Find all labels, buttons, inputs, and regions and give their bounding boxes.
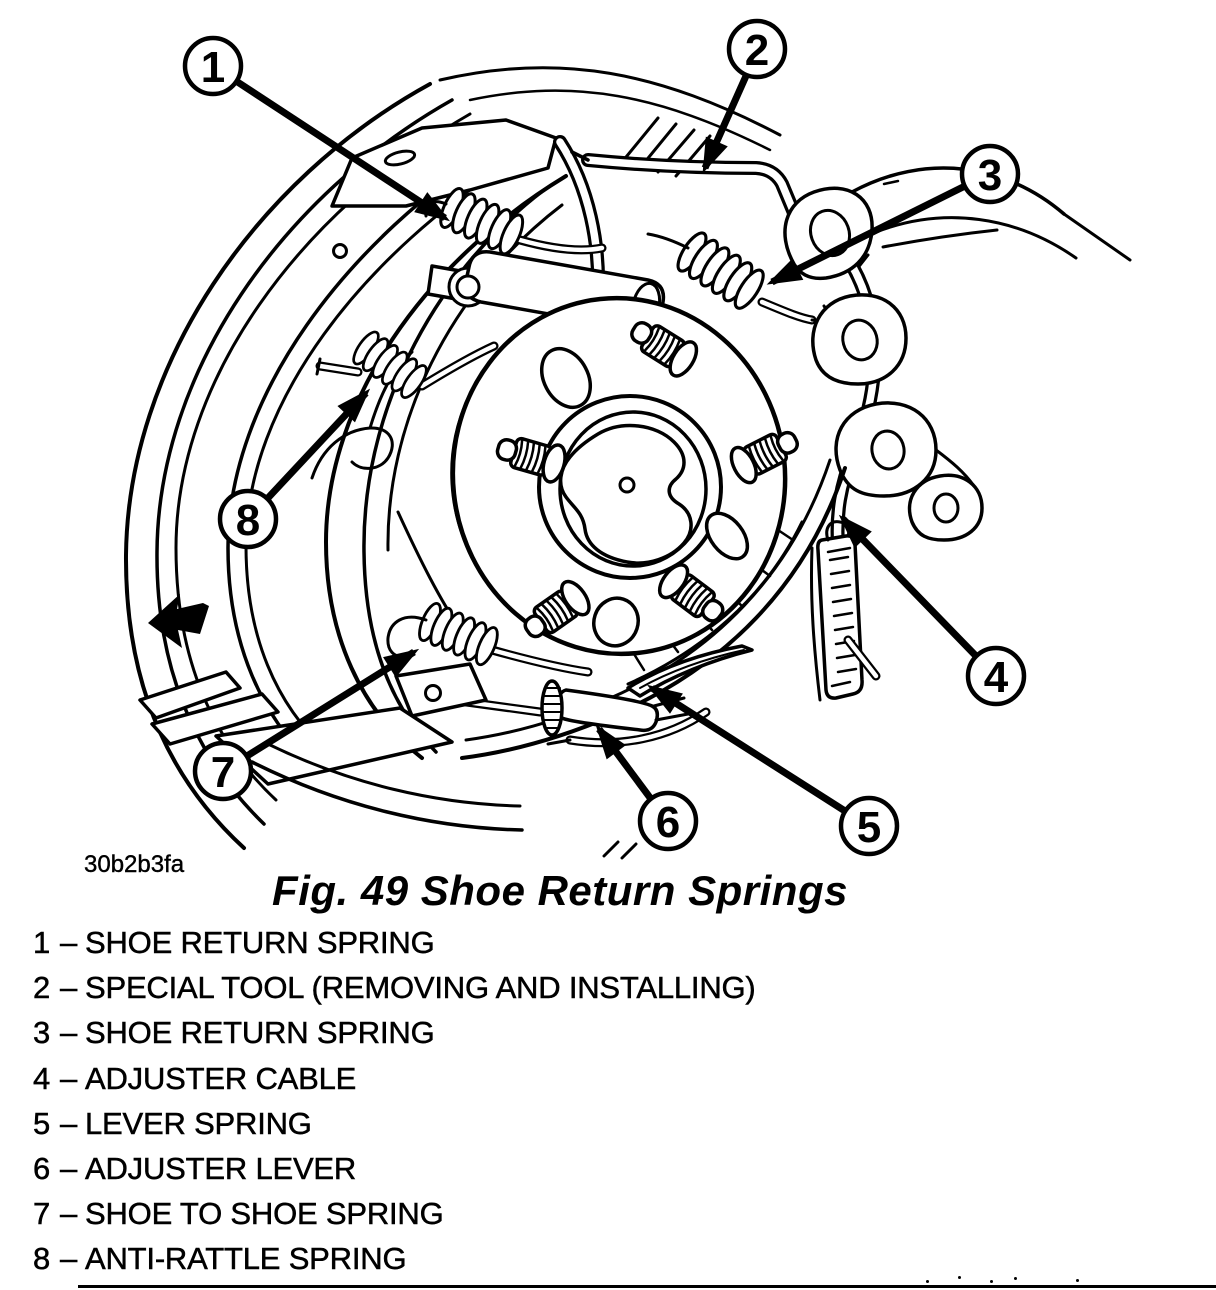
callout-7: 7: [192, 648, 420, 802]
legend-dash: –: [60, 1196, 78, 1232]
legend-number: 8: [33, 1241, 51, 1277]
legend-label: SHOE RETURN SPRING: [85, 925, 435, 961]
legend-item-1: 1 – SHOE RETURN SPRING: [33, 925, 756, 970]
special-tool: [570, 116, 809, 239]
anti-rattle-spring: [315, 327, 499, 403]
callout-8: 8: [217, 388, 371, 550]
hub-center-dot: [618, 476, 636, 494]
legend-item-6: 6 – ADJUSTER LEVER: [33, 1151, 756, 1196]
lever-spring: [626, 644, 754, 698]
legend-number: 2: [33, 970, 51, 1006]
legend-number: 4: [33, 1060, 51, 1096]
legend-item-3: 3 – SHOE RETURN SPRING: [33, 1015, 756, 1060]
figure-code: 30b2b3fa: [84, 851, 185, 878]
legend-dash: –: [60, 925, 78, 961]
callout-number: 1: [201, 43, 225, 92]
legend-item-8: 8 – ANTI-RATTLE SPRING: [33, 1241, 756, 1286]
callout-5: 5: [646, 684, 900, 857]
drum-brake-assembly-illustration: 1 2 3 4 5 6 7 8: [123, 18, 1132, 860]
hub-flange: [450, 295, 806, 657]
callout-number: 5: [857, 803, 881, 852]
legend-item-4: 4 – ADJUSTER CABLE: [33, 1060, 756, 1106]
legend-item-7: 7 – SHOE TO SHOE SPRING: [33, 1196, 756, 1241]
callout-6: 6: [595, 724, 699, 852]
legend-item-5: 5 – LEVER SPRING: [33, 1106, 756, 1151]
legend-number: 1: [33, 925, 51, 961]
legend-label: ANTI-RATTLE SPRING: [85, 1241, 407, 1277]
legend-dash: –: [60, 1241, 78, 1277]
callout-number: 7: [211, 748, 235, 797]
scan-speck: [1014, 1277, 1017, 1280]
direction-arrow: [148, 594, 209, 648]
shoe-return-spring-front: [424, 184, 607, 259]
legend-label: ADJUSTER LEVER: [85, 1150, 357, 1187]
callout-1: 1: [182, 35, 451, 222]
callout-number: 8: [236, 496, 260, 545]
scan-speck: [958, 1276, 961, 1279]
legend-item-2: 2 – SPECIAL TOOL (REMOVING AND INSTALLIN…: [33, 970, 756, 1015]
callout-number: 6: [656, 798, 680, 847]
hub-center-bore: [558, 423, 693, 565]
legend-label: SPECIAL TOOL (REMOVING AND INSTALLING): [85, 970, 756, 1006]
legend-number: 6: [33, 1150, 51, 1187]
hatch-ticks: [602, 840, 638, 860]
flange-hole: [539, 346, 593, 410]
legend-dash: –: [60, 1060, 78, 1096]
legend-label: SHOE RETURN SPRING: [85, 1015, 435, 1051]
adjuster-assembly: [436, 679, 711, 748]
cable-guide-spring: [809, 520, 881, 702]
scan-speck: [926, 1280, 929, 1283]
legend-number: 3: [33, 1015, 51, 1051]
strut-plates: [138, 662, 524, 832]
scan-speck: [1076, 1279, 1079, 1282]
bottom-scan-line: [78, 1285, 1216, 1288]
flange-hole: [704, 511, 750, 561]
legend-dash: –: [60, 1105, 78, 1142]
figure-caption: Fig. 49 Shoe Return Springs: [272, 867, 848, 914]
legend-label: SHOE TO SHOE SPRING: [85, 1196, 444, 1232]
callout-number: 3: [978, 151, 1002, 200]
legend-dash: –: [60, 1015, 78, 1051]
legend-number: 5: [33, 1105, 51, 1142]
legend: 1 – SHOE RETURN SPRING 2 – SPECIAL TOOL …: [33, 925, 756, 1287]
knuckle-and-adjuster-cable: [783, 166, 1132, 553]
flange-hole: [592, 596, 640, 648]
callout-number: 2: [745, 26, 769, 75]
legend-label: ADJUSTER CABLE: [85, 1060, 357, 1096]
legend-number: 7: [33, 1196, 51, 1232]
callout-4: 4: [838, 514, 1027, 707]
callout-3: 3: [766, 143, 1021, 286]
scan-speck: [990, 1280, 993, 1283]
callout-number: 4: [984, 653, 1009, 702]
legend-dash: –: [60, 970, 78, 1006]
callout-2: 2: [701, 18, 788, 174]
legend-dash: –: [60, 1150, 78, 1187]
legend-label: LEVER SPRING: [85, 1105, 312, 1142]
